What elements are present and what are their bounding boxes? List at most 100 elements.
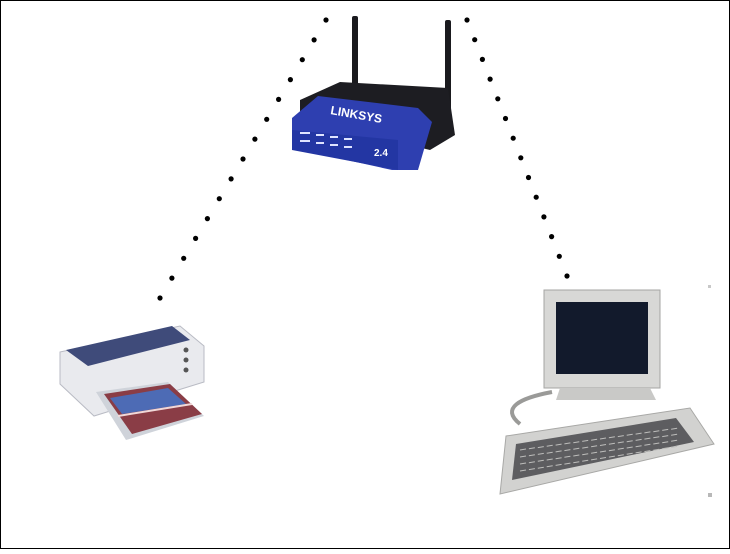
keyboard-key [519,455,527,458]
keyboard-key [617,435,624,438]
keyboard-keys [512,418,694,480]
keyboard-cable [510,390,553,426]
connection-dot [204,216,210,222]
keyboard-key [635,438,642,441]
keyboard-key [617,441,624,444]
keyboard-key [662,447,669,450]
connection-dot [487,76,493,82]
keyboard-key [653,430,660,433]
keyboard-key [573,454,580,457]
edge-marker [708,285,711,288]
keyboard-key [519,448,527,451]
printer-button [183,347,189,353]
keyboard-key [546,451,553,454]
keyboard-key [555,457,562,460]
keyboard-key [582,459,589,462]
connection-dot [323,17,329,23]
keyboard-key [653,448,660,451]
connections-layer [157,17,570,301]
connection-dot [556,253,562,259]
keyboard-key [591,458,598,461]
router-antenna-left [352,16,358,90]
connection-dot [495,96,501,102]
connection-dot [464,17,470,23]
connection-dot [299,57,305,63]
keyboard-key [555,463,562,466]
keyboard-key [644,437,651,440]
keyboard-key [528,468,535,471]
keyboard-key [537,452,544,455]
keyboard-key-rows [519,427,678,472]
connection-dot [276,96,282,102]
keyboard-key [599,437,607,440]
keyboard-key [546,458,553,461]
connection-dot [287,77,293,83]
connection-dot [228,176,234,182]
connection-dot [264,116,270,122]
keyboard-key [671,439,678,442]
keyboard-key [635,451,642,454]
keyboard-key [546,444,553,447]
link-router-printer [157,17,329,301]
connection-dot [510,135,516,141]
keyboard-key [528,454,535,457]
connection-dot [311,37,317,43]
connection-dot [533,194,539,200]
connection-dot [525,174,532,181]
keyboard-key [564,442,571,445]
keyboard-key [591,445,598,448]
printer-lid [66,326,190,366]
router-band-label: 2.4 [374,148,388,159]
keyboard-key [573,461,580,464]
keyboard-key [591,451,598,454]
keyboard-key [591,438,598,441]
keyboard-key [599,444,607,446]
connection-dot [541,214,547,220]
keyboard-key [573,447,580,450]
keyboard-key [528,447,535,450]
monitor-base [556,388,656,400]
keyboard-key [653,442,660,445]
keyboard-key [653,436,660,439]
keyboard-key [564,449,571,452]
keyboard-key [644,443,651,446]
keyboard-key [671,445,678,448]
inkjet-printer-icon [59,325,205,440]
keyboard-key [582,453,589,456]
keyboard-key [662,428,669,431]
connection-dot [240,156,246,162]
keyboard-key [519,469,527,472]
keyboard-key [537,459,544,462]
printed-photo-bridge [117,403,193,417]
keyboard-key [608,455,615,458]
keyboard-key [582,439,589,442]
keyboard-key [626,440,633,443]
keyboard-key [671,427,678,430]
keyboard-key [617,454,624,457]
connection-dot [181,255,187,261]
connection-dot [472,37,478,43]
keyboard-key [608,442,615,445]
keyboard-key [555,443,562,446]
keyboard-key [662,441,669,444]
keyboard-key [608,436,615,439]
keyboard-key [626,433,633,436]
router-front-panel [292,130,398,170]
keyboard-key [537,446,544,449]
keyboard-key [635,432,642,435]
connection-dot [252,136,258,142]
desktop-computer-icon [499,289,715,495]
keyboard-key [644,450,651,453]
keyboard-key [537,466,544,469]
edge-marker [708,493,712,497]
connection-dot [193,235,199,241]
keyboard-key [671,433,678,436]
keyboard-key [546,465,553,468]
router-leds [300,132,352,148]
link-router-computer [464,17,570,279]
printer-button [183,367,189,373]
keyboard-key [555,450,562,453]
keyboard-key [662,435,669,438]
keyboard-key [608,449,615,452]
